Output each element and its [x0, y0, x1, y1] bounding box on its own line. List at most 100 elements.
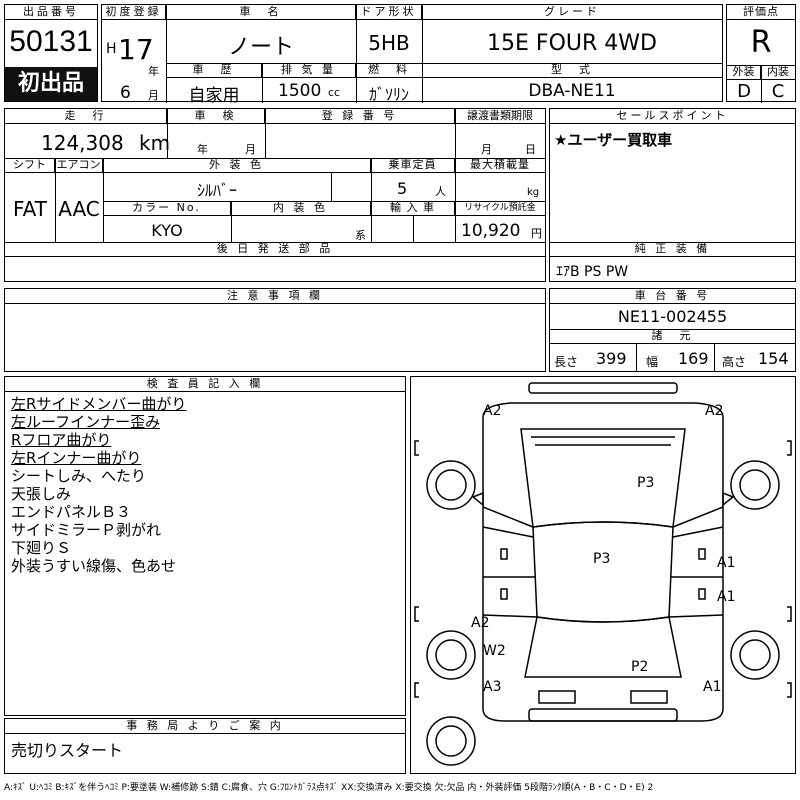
recycle-unit: 円 [531, 227, 542, 240]
inspector-note: 外装うすい線傷、色あせ [11, 557, 177, 575]
mileage-label: 走 行 [5, 109, 167, 124]
legend: A:ｷｽﾞ U:ﾍｺﾐ B:ｷｽﾞを伴うﾍｺﾐ P:要塗装 W:補修跡 S:錆 … [4, 783, 654, 793]
fuel-label: 燃 料 [356, 63, 422, 78]
caution-box: 注 意 事 項 欄 [4, 288, 546, 372]
inspector-note: 下廻りＳ [11, 539, 72, 557]
first-listing-badge: 初出品 [5, 67, 97, 101]
registration-year-unit: 年 [148, 65, 159, 78]
transfer-label: 譲渡書類期限 [455, 109, 545, 124]
model-label: 型 式 [422, 63, 722, 78]
office-box: 事 務 局 よ り ご 案 内 売切りスタート [4, 718, 406, 774]
damage-mark: A2 [471, 615, 489, 631]
inspection-month-unit: 月 [245, 143, 256, 156]
damage-mark: A1 [717, 555, 735, 571]
score-label: 評価点 [727, 5, 795, 20]
first-listing-badge-text: 初出品 [17, 71, 84, 96]
displacement-unit: cc [328, 86, 341, 99]
plate-label: 登 録 番 号 [265, 109, 455, 124]
chassis-label: 車 台 番 号 [550, 289, 795, 304]
damage-mark: W2 [483, 643, 506, 659]
transfer-month-unit: 月 [481, 143, 492, 156]
inspector-note: サイドミラーＰ剥がれ [11, 521, 162, 539]
inspector-box: 検 査 員 記 入 欄 左Rサイドメンバー曲がり 左ルーフインナー歪み Rフロア… [4, 376, 406, 716]
lot-number: 50131 [9, 25, 93, 58]
spec-length-value: 399 [596, 349, 627, 368]
transfer-day-unit: 日 [525, 143, 536, 156]
interior-grade-value: C [771, 81, 785, 102]
registration-era: H [106, 41, 117, 57]
registration-month: 6 [120, 83, 131, 103]
color-no-label: カラー No. [103, 201, 231, 216]
grade-label: グレード [422, 5, 722, 20]
model-value: DBA-NE11 [528, 81, 616, 101]
fuel-value: ｶﾞｿﾘﾝ [368, 85, 409, 104]
history-value: 自家用 [188, 86, 240, 106]
inspector-note: 天張しみ [11, 485, 72, 503]
later-parts-label: 後 日 発 送 部 品 [5, 242, 545, 257]
car-diagram: A2 A2 P3 P3 A1 A1 A2 W2 P2 A3 A1 [410, 376, 796, 774]
office-value: 売切りスタート [11, 741, 124, 760]
door-label: ドア形状 [356, 5, 422, 20]
spec-width-value: 169 [678, 349, 709, 368]
recycle-value: 10,920 [461, 221, 521, 241]
interior-grade-label: 内装 [761, 65, 795, 80]
chassis-box: 車 台 番 号 NE11-002455 諸 元 長さ 399 幅 169 高さ … [549, 288, 796, 372]
displacement-value: 1500 [278, 81, 322, 101]
car-name-value: ノート [227, 35, 294, 60]
int-color-label: 内 装 色 [231, 201, 371, 216]
inspector-note: エンドパネルＢ３ [11, 503, 132, 521]
sales-point-value: ★ユーザー買取車 [554, 131, 673, 149]
equipment-value: ｴｱB PS PW [556, 264, 629, 280]
inspector-note: 左Rインナー曲がり [11, 449, 142, 467]
mileage-unit: km [139, 131, 171, 155]
inspection-label: 車 検 [167, 109, 265, 124]
shift-value: FAT [12, 197, 47, 221]
car-diagram-svg: A2 A2 P3 P3 A1 A1 A2 W2 P2 A3 A1 [414, 382, 792, 766]
exterior-grade-label: 外装 [727, 65, 761, 80]
damage-mark: P2 [631, 659, 648, 675]
color-no-value: KYO [151, 221, 183, 240]
max-load-unit: kg [527, 187, 540, 198]
capacity-label: 乗車定員 [371, 158, 455, 173]
damage-mark: A2 [705, 403, 723, 419]
mileage-value: 124,308 [41, 131, 124, 155]
grade-value: 15E FOUR 4WD [487, 31, 657, 56]
inspector-note: 左ルーフインナー歪み [11, 413, 161, 431]
sales-point-label: セールスポイント [550, 109, 795, 124]
shift-label: シフト [5, 158, 55, 173]
damage-mark: A1 [703, 679, 721, 695]
spec-height-label: 高さ [722, 355, 747, 369]
damage-mark: P3 [637, 475, 654, 491]
spec-width-label: 幅 [646, 355, 659, 369]
inspector-note: 左Rサイドメンバー曲がり [11, 395, 187, 413]
inspector-note: Rフロア曲がり [11, 431, 112, 449]
capacity-value: 5 [397, 179, 408, 198]
exterior-grade-value: D [737, 81, 751, 102]
lot-box: 出品番号 50131 初出品 [4, 4, 98, 102]
inspection-year-unit: 年 [197, 143, 208, 156]
import-label: 輸 入 車 [371, 201, 455, 216]
damage-mark: P3 [593, 551, 610, 567]
history-label: 車 歴 [166, 63, 262, 78]
details-table: 走 行 車 検 登 録 番 号 譲渡書類期限 124,308 km 年 月 月 … [4, 108, 546, 282]
aircon-value: AAC [58, 197, 100, 221]
sales-point-box: セールスポイント ★ユーザー買取車 純 正 装 備 ｴｱB PS PW [549, 108, 796, 282]
int-color-unit: 系 [355, 229, 366, 242]
registration-month-unit: 月 [148, 89, 159, 102]
inspector-label: 検 査 員 記 入 欄 [5, 377, 405, 392]
ext-color-value: ｼﾙﾊﾞｰ [196, 181, 237, 200]
spec-length-label: 長さ [554, 355, 579, 369]
ext-color-label: 外 装 色 [103, 158, 371, 173]
registration-year: 17 [118, 33, 154, 66]
damage-mark: A2 [483, 403, 501, 419]
car-name-label: 車 名 [166, 5, 356, 20]
damage-mark: A1 [717, 589, 735, 605]
inspector-notes: 左Rサイドメンバー曲がり 左ルーフインナー歪み Rフロア曲がり 左Rインナー曲が… [11, 395, 401, 575]
score-value: R [750, 25, 772, 60]
capacity-unit: 人 [435, 185, 446, 198]
office-label: 事 務 局 よ り ご 案 内 [5, 719, 405, 734]
equipment-label: 純 正 装 備 [550, 242, 795, 257]
aircon-label: エアコン [55, 158, 103, 173]
caution-label: 注 意 事 項 欄 [5, 289, 545, 304]
door-value: 5HB [368, 31, 410, 55]
